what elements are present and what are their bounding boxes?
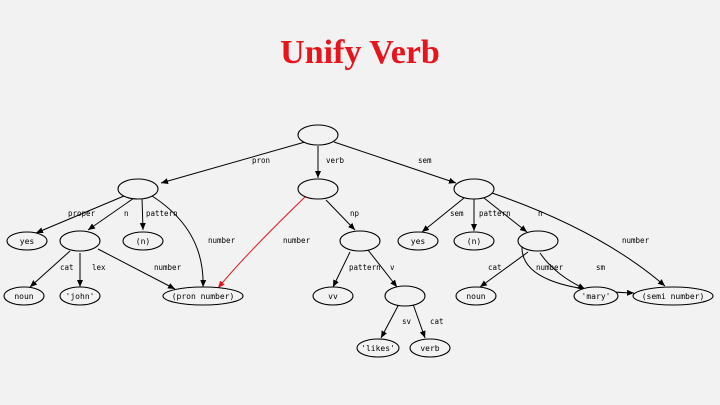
node-v-np	[339, 230, 381, 252]
edge-label-snp-john: lex	[92, 263, 106, 272]
edge-root-subj	[160, 141, 306, 184]
edge-subj-yes	[35, 195, 125, 234]
edge-obj-sem	[491, 192, 666, 287]
edge-label-inner-likes: sv	[402, 317, 412, 326]
edge-label-obj-n: pattern	[479, 209, 511, 218]
edge-inner-verb	[412, 303, 426, 339]
edge-label-onp-noun: cat	[488, 263, 502, 272]
node-sem: (semi number)	[632, 286, 714, 306]
edge-snp-noun	[29, 250, 71, 288]
node-s-john: 'john'	[59, 286, 101, 306]
edge-label-snp-pron: number	[154, 263, 182, 272]
edge-label-obj-np: n	[538, 209, 543, 218]
node-mary: 'mary'	[573, 286, 619, 306]
node-label-s-john: 'john'	[66, 292, 95, 301]
edge-vnp-vv	[332, 251, 351, 288]
node-likes: 'likes'	[356, 338, 400, 358]
node-o-n: (n)	[453, 231, 495, 251]
node-s-yes: yes	[6, 231, 48, 251]
edge-snp-pron	[97, 248, 176, 290]
node-o-np	[517, 230, 559, 252]
edge-label-onp-mary: number	[536, 263, 564, 272]
edge-inner-likes	[380, 303, 400, 339]
node-pron: (pron number)	[162, 286, 244, 306]
edge-labels: pron verb sem proper n pattern number np…	[60, 156, 650, 326]
node-subj	[117, 178, 159, 200]
edge-label-root-verb: verb	[326, 156, 345, 165]
edge-label-verb-vnp: np	[350, 209, 360, 218]
edge-verb-pron-highlight	[217, 195, 307, 289]
nodes: yes (n) yes (n)	[3, 124, 714, 358]
node-vv: vv	[312, 286, 354, 306]
edge-label-onp-sem: sm	[596, 263, 606, 272]
node-s-np	[59, 230, 101, 252]
node-label-likes: 'likes'	[361, 344, 395, 353]
node-s-n1: (n)	[122, 231, 164, 251]
node-label-o-noun: noun	[466, 292, 485, 301]
edge-label-subj-yes: proper	[68, 209, 96, 218]
node-label-sem: (semi number)	[642, 292, 705, 301]
edge-obj-yes	[421, 197, 465, 233]
node-label-o-yes: yes	[411, 237, 426, 246]
edges	[29, 141, 666, 339]
slide-title: Unify Verb	[280, 34, 440, 71]
edge-label-obj-yes: sem	[450, 209, 464, 218]
edge-label-vnp-vv: pattern	[349, 263, 381, 272]
edge-label-root-subj: pron	[252, 156, 270, 165]
node-label-o-n: (n)	[467, 237, 481, 246]
edge-label-verb-vv: number	[283, 236, 311, 245]
edge-subj-pron	[151, 195, 207, 288]
edge-obj-np	[483, 197, 528, 233]
edge-root-obj	[333, 141, 457, 184]
edge-subj-np	[87, 197, 135, 231]
node-verb-cat: verb	[409, 338, 451, 358]
edge-onp-mary	[539, 252, 586, 290]
node-o-yes: yes	[397, 231, 439, 251]
node-verb	[297, 178, 339, 200]
edge-label-vnp-inner: v	[390, 263, 395, 272]
edge-vnp-inner	[367, 249, 398, 288]
edge-label-inner-verb: cat	[430, 317, 444, 326]
node-label-s-yes: yes	[20, 237, 35, 246]
node-label-s-n1: (n)	[136, 237, 150, 246]
edge-label-obj-sem: number	[622, 236, 650, 245]
node-label-mary: 'mary'	[582, 292, 611, 301]
node-label-vv: vv	[328, 292, 338, 301]
edge-onp-noun	[479, 251, 529, 288]
edge-label-subj-np: n	[124, 209, 129, 218]
node-label-pron: (pron number)	[172, 292, 235, 301]
node-obj	[453, 178, 495, 200]
edge-label-snp-noun: cat	[60, 263, 74, 272]
node-v-inner	[384, 285, 426, 307]
node-root	[297, 124, 339, 146]
edge-label-subj-pron: number	[208, 236, 236, 245]
edge-subj-n1	[139, 197, 146, 231]
node-label-verb-cat: verb	[420, 344, 439, 353]
node-s-noun: noun	[3, 286, 45, 306]
node-o-noun: noun	[455, 286, 497, 306]
edge-label-root-obj: sem	[418, 156, 432, 165]
edge-label-subj-n1: pattern	[146, 209, 178, 218]
edge-verb-vnp	[325, 199, 356, 231]
node-label-s-noun: noun	[14, 292, 33, 301]
